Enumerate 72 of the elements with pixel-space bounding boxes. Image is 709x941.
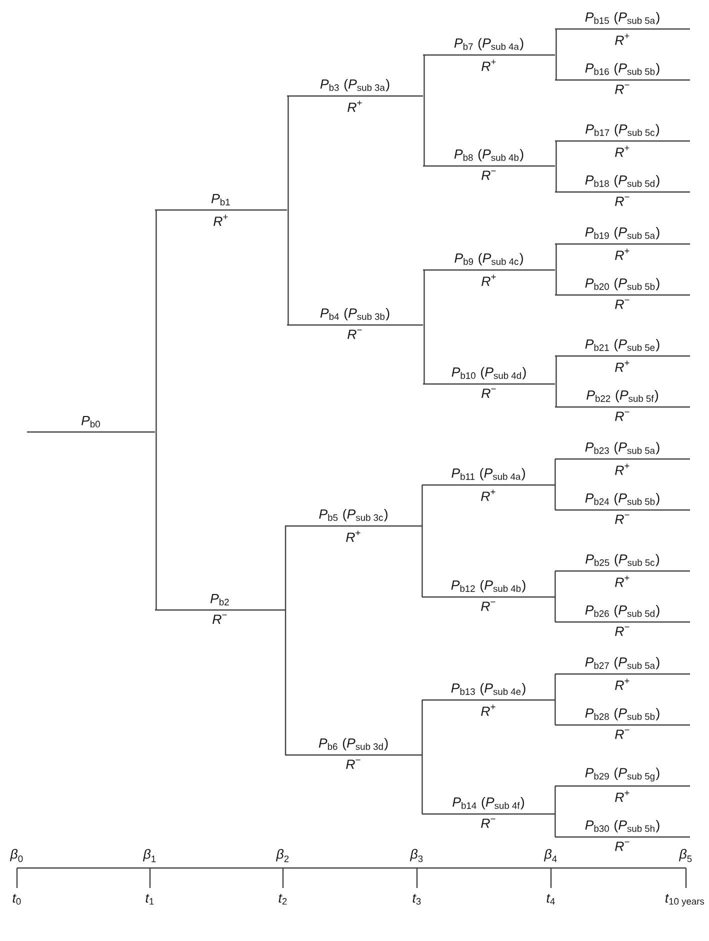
branch-connector — [424, 325, 425, 384]
branch-line: $\textit{P}_{\text{b16}}\text{ (}\textit{P}_{\text{sub 5b}}\text{)}$ $\textit{R}^{\text{−}}$ — [555, 62, 690, 94]
axis-label: $\textit{t}_{\text{0}}$ — [12, 894, 21, 905]
branch-line: $\textit{P}_{\text{b0}}$ — [27, 416, 155, 433]
branch-connector — [288, 96, 289, 210]
branch-connector — [422, 700, 423, 755]
branch-connector — [554, 674, 556, 700]
branch-line: $\textit{P}_{\text{b21}}\text{ (}\textit{P}_{\text{sub 5e}}\text{)}$ $\textit{R}^{\text{+}}$ — [555, 338, 690, 372]
axis-label: $\textit{β}_{\text{5}}$ — [678, 848, 692, 862]
branch-line: $\textit{P}_{\text{b25}}\text{ (}\textit{P}_{\text{sub 5c}}\text{)}$ $\textit{R}^{\text{+}}$ — [555, 554, 690, 587]
branch-connector — [422, 485, 423, 526]
branch-connector — [554, 814, 556, 837]
branch-line: $\textit{P}_{\text{b11}}\text{ (}\textit{P}_{\text{sub 4a}}\text{)}$ $\textit{R}^{\text{+}}$ — [422, 468, 555, 501]
branch-connector — [424, 96, 425, 166]
axis-label: $\textit{t}_{\text{10 years}}$ — [666, 894, 704, 906]
branch-connector — [424, 270, 425, 325]
branch-line: $\textit{P}_{\text{b20}}\text{ (}\textit{P}_{\text{sub 5b}}\text{)}$ $\textit{R}^{\text{−}}$ — [555, 278, 690, 309]
branch-connector — [556, 55, 557, 80]
axis-label: $\textit{β}_{\text{2}}$ — [276, 848, 289, 862]
axis-label: $\textit{t}_{\text{1}}$ — [146, 894, 154, 905]
branch-connector — [554, 597, 556, 622]
branch-connector — [424, 55, 425, 96]
branch-line: $\textit{P}_{\text{b17}}\text{ (}\textit{P}_{\text{sub 5c}}\text{)}$ $\textit{R}^{\text{+}}$ — [555, 124, 690, 157]
axis-label: $\textit{t}_{\text{4}}$ — [546, 894, 555, 905]
branch-connector — [156, 432, 157, 610]
branch-line: $\textit{P}_{\text{b28}}\text{ (}\textit{P}_{\text{sub 5b}}\text{)}$ $\textit{R}^{\text{−}}$ — [555, 708, 690, 739]
branch-connector — [156, 210, 157, 432]
branch-line: $\textit{P}_{\text{b26}}\text{ (}\textit{P}_{\text{sub 5d}}\text{)}$ $\textit{R}^{\text{−}}$ — [555, 604, 690, 636]
branch-line: $\textit{P}_{\text{b5}}\text{ (}\textit{P}_{\text{sub 3c}}\text{)}$ $\textit{R}^{\text{+}}$ — [285, 508, 422, 542]
branch-line: $\textit{P}_{\text{b15}}\text{ (}\textit{P}_{\text{sub 5a}}\text{)}$ $\textit{R}^{\text{+}}$ — [555, 12, 690, 45]
branch-connector — [554, 571, 556, 597]
branch-connector — [556, 356, 557, 384]
branch-connector — [422, 755, 423, 814]
branch-connector — [556, 166, 557, 192]
branch-connector — [288, 210, 289, 325]
branch-line: $\textit{P}_{\text{b9}}\text{ (}\textit{P}_{\text{sub 4c}}\text{)}$ $\textit{R}^{\text{+}}$ — [423, 252, 555, 286]
branch-line: $\textit{P}_{\text{b6}}\text{ (}\textit{P}_{\text{sub 3d}}\text{)}$ $\textit{R}^{\text{−}}$ — [285, 738, 422, 769]
axis-label: $\textit{β}_{\text{4}}$ — [544, 848, 557, 862]
branch-connector — [554, 485, 556, 510]
branch-connector — [284, 610, 286, 755]
axis-label: $\textit{β}_{\text{1}}$ — [142, 848, 156, 862]
branch-line: $\textit{P}_{\text{b24}}\text{ (}\textit{P}_{\text{sub 5b}}\text{)}$ $\textit{R}^{\text{−}}$ — [555, 492, 690, 524]
axis-label: $\textit{β}_{\text{3}}$ — [410, 848, 423, 862]
axis-label: $\textit{t}_{\text{3}}$ — [412, 894, 421, 905]
branch-line: $\textit{P}_{\text{b3}}\text{ (}\textit{P}_{\text{sub 3a}}\text{)}$ $\textit{R}^{\text{+}}$ — [287, 78, 423, 112]
branch-line: $\textit{P}_{\text{b22}}\text{ (}\textit{P}_{\text{sub 5f}}\text{)}$ $\textit{R}^{\text{−}}$ — [555, 390, 690, 421]
branch-line: $\textit{P}_{\text{b14}}\text{ (}\textit{P}_{\text{sub 4f}}\text{)}$ $\textit{R}^{\text{−}}$ — [422, 796, 555, 828]
branch-connector — [556, 29, 557, 55]
branch-line: $\textit{P}_{\text{b18}}\text{ (}\textit{P}_{\text{sub 5d}}\text{)}$ $\textit{R}^{\text{−}}$ — [555, 174, 690, 206]
branch-connector — [554, 459, 556, 485]
branch-line: $\textit{P}_{\text{b23}}\text{ (}\textit{P}_{\text{sub 5a}}\text{)}$ $\textit{R}^{\text{+}}$ — [555, 442, 690, 475]
branch-connector — [422, 526, 423, 597]
branch-line: $\textit{P}_{\text{b12}}\text{ (}\textit{P}_{\text{sub 4b}}\text{)}$ $\textit{R}^{\text{−}}$ — [422, 580, 555, 611]
axis-label: $\textit{β}_{\text{0}}$ — [10, 848, 23, 862]
branch-connector — [554, 786, 556, 814]
branch-line: $\textit{P}_{\text{b13}}\text{ (}\textit{P}_{\text{sub 4e}}\text{)}$ $\textit{R}^{\text{+}}$ — [422, 682, 555, 716]
branch-line: $\textit{P}_{\text{b27}}\text{ (}\textit{P}_{\text{sub 5a}}\text{)}$ $\textit{R}^{\text{+}}$ — [555, 656, 690, 690]
branch-line: $\textit{P}_{\text{b10}}\text{ (}\textit{P}_{\text{sub 4d}}\text{)}$ $\textit{R}^{\text{−}}$ — [423, 366, 555, 398]
axis-label: $\textit{t}_{\text{2}}$ — [278, 894, 287, 905]
branch-line: $\textit{P}_{\text{b19}}\text{ (}\textit{P}_{\text{sub 5a}}\text{)}$ $\textit{R}^{\text{+}}$ — [555, 226, 690, 260]
branch-line: $\textit{P}_{\text{b2}}$ $\textit{R}^{\text{−}}$ — [155, 594, 285, 624]
branch-connector — [554, 700, 556, 725]
branch-line: $\textit{P}_{\text{b4}}\text{ (}\textit{P}_{\text{sub 3b}}\text{)}$ $\textit{R}^{\text{−}}$ — [287, 308, 423, 339]
branch-line: $\textit{P}_{\text{b8}}\text{ (}\textit{P}_{\text{sub 4b}}\text{)}$ $\textit{R}^{\text{−}}$ — [423, 148, 555, 180]
branch-line: $\textit{P}_{\text{b1}}$ $\textit{R}^{\text{+}}$ — [155, 194, 287, 226]
branch-connector — [556, 141, 557, 166]
branch-line: $\textit{P}_{\text{b7}}\text{ (}\textit{P}_{\text{sub 4a}}\text{)}$ $\textit{R}^{\text{+}}$ — [423, 38, 555, 71]
branch-connector — [556, 270, 557, 295]
branch-line: $\textit{P}_{\text{b29}}\text{ (}\textit{P}_{\text{sub 5g}}\text{)}$ $\textit{R}^{\text{+}}$ — [555, 768, 690, 802]
branch-connector — [556, 244, 557, 270]
branch-connector — [284, 526, 286, 610]
branch-connector — [556, 384, 557, 407]
